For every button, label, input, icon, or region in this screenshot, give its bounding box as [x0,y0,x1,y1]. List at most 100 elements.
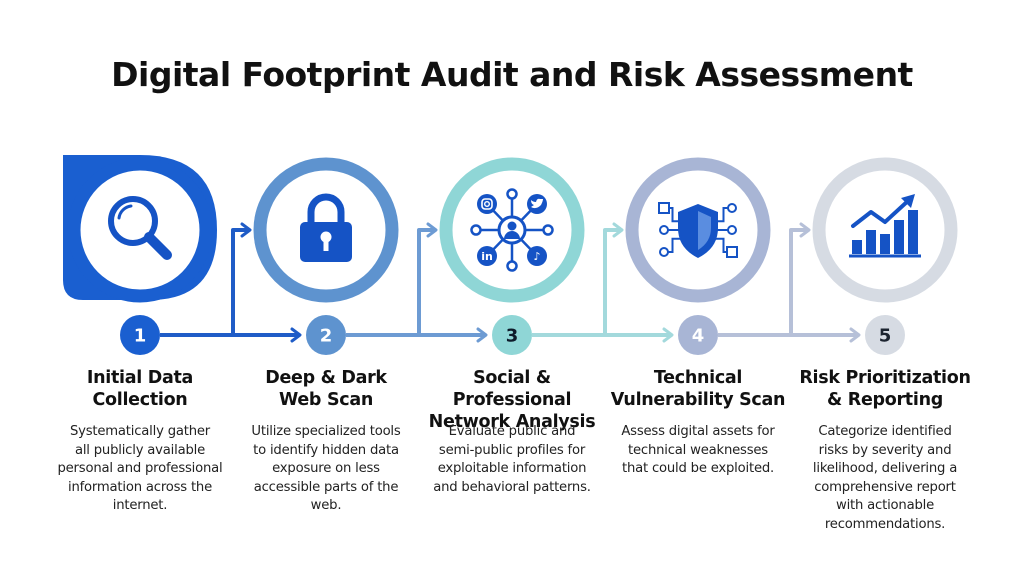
badge-circle [120,315,160,355]
step-description-line: accessible parts of the [253,479,399,495]
connector-base-arrow [849,327,861,343]
chart-bar [894,220,904,254]
user-body [504,231,520,239]
step-badge-4: 4 [678,315,718,355]
connector-base-arrow [290,327,302,343]
connector-line [346,228,434,337]
step-badge-1: 1 [120,315,160,355]
trend-line [851,198,911,228]
connector-line [718,228,807,337]
node [470,224,482,236]
circuit-pad [658,202,670,214]
step-badge-5: 5 [865,315,905,355]
step-description-line: personal and professional [57,461,223,476]
step-description-line: exploitable information [437,461,587,476]
twitter-bird [531,198,543,209]
step-description-line: Utilize specialized tools [251,424,401,439]
handle [144,232,172,260]
badge-circle [678,315,718,355]
step-badges: 1 2 3 4 5 [120,315,905,355]
magnifier-icon [108,196,172,260]
growth-chart-icon [849,194,921,258]
step-title-line: Vulnerability Scan [610,390,786,410]
step-title-line: Deep & Dark [265,368,387,388]
ring [812,157,958,303]
chart-bar [880,234,890,254]
step-description-line: web. [310,498,342,513]
step-badge-2: 2 [306,315,346,355]
step-description-line: and behavioral patterns. [433,479,591,495]
step-description-line: that could be exploited. [621,461,775,476]
step-title-line: Initial Data [86,368,194,388]
step-description-line: all publicly available [74,442,206,458]
instagram-icon [477,194,497,214]
step-number: 1 [134,326,147,347]
step-title-line: Technical [653,368,743,388]
shield-network-icon [658,202,738,258]
badge-circle [306,315,346,355]
step-title-line: & Reporting [827,390,943,410]
connector-arrow [240,222,252,238]
step-description-line: technical weaknesses [628,442,768,458]
lens-glint [117,204,133,220]
step-description-line: semi-public profiles for [438,442,586,458]
connector-arrow [426,222,438,238]
user-head [507,221,517,231]
step-title-line: Network Analysis [428,412,596,432]
padlock-icon [300,193,352,262]
connector-line [532,228,620,337]
step-number: 2 [320,326,333,347]
connector-base-arrow [476,327,488,343]
step-description-line: Categorize identified [818,424,952,439]
node [506,188,518,200]
connector-2-3 [346,222,488,343]
step-description-2: Utilize specialized tools to identify hid… [231,423,421,516]
step-description-line: recommendations. [824,516,946,532]
step-ring-5 [812,157,958,303]
chart-bar [908,210,918,254]
instagram-frame [481,198,493,210]
step-description-3: Evaluate public and semi-public profiles … [417,423,607,497]
step-description-line: to identify hidden data [253,442,399,458]
badge-circle [492,315,532,355]
step-rings [63,155,958,303]
node [506,260,518,272]
tiktok-icon [527,246,547,266]
linkedin-label: in [481,250,493,263]
step-description-line: Evaluate public and [448,424,576,439]
step-icons: in ♪ [108,188,921,272]
step-number: 4 [692,326,705,347]
ring [67,157,213,303]
circuit-node [727,225,737,235]
connector-base-arrow [662,327,674,343]
connector-3-4 [532,222,674,343]
linkedin-icon [477,246,497,266]
shackle [307,193,345,224]
connectors [160,222,861,343]
step-description-line: with actionable [836,498,934,513]
connector-arrow [612,222,624,238]
step-description-4: Assess digital assets for technical weakn… [603,423,793,479]
trend-arrowhead [901,194,915,208]
connector-1-2 [160,222,302,343]
page-title: Digital Footprint Audit and Risk Assessm… [111,55,913,94]
step-description-line: Assess digital assets for [621,424,775,439]
step-description-line: risks by severity and [818,442,952,458]
keyhole-slot [323,239,329,251]
tiktok-label: ♪ [533,250,540,263]
node [542,224,554,236]
step-description-5: Categorize identified risks by severity a… [790,423,980,534]
step-title-5: Risk Prioritization& Reporting [785,367,985,411]
connector-line [160,228,248,337]
chart-bar [852,240,862,254]
connector-arrow [799,222,811,238]
step-number: 3 [506,326,519,347]
step-description-line: internet. [112,498,168,513]
step-description-line: likelihood, delivering a [812,461,958,476]
badge-circle [865,315,905,355]
step-badge-3: 3 [492,315,532,355]
